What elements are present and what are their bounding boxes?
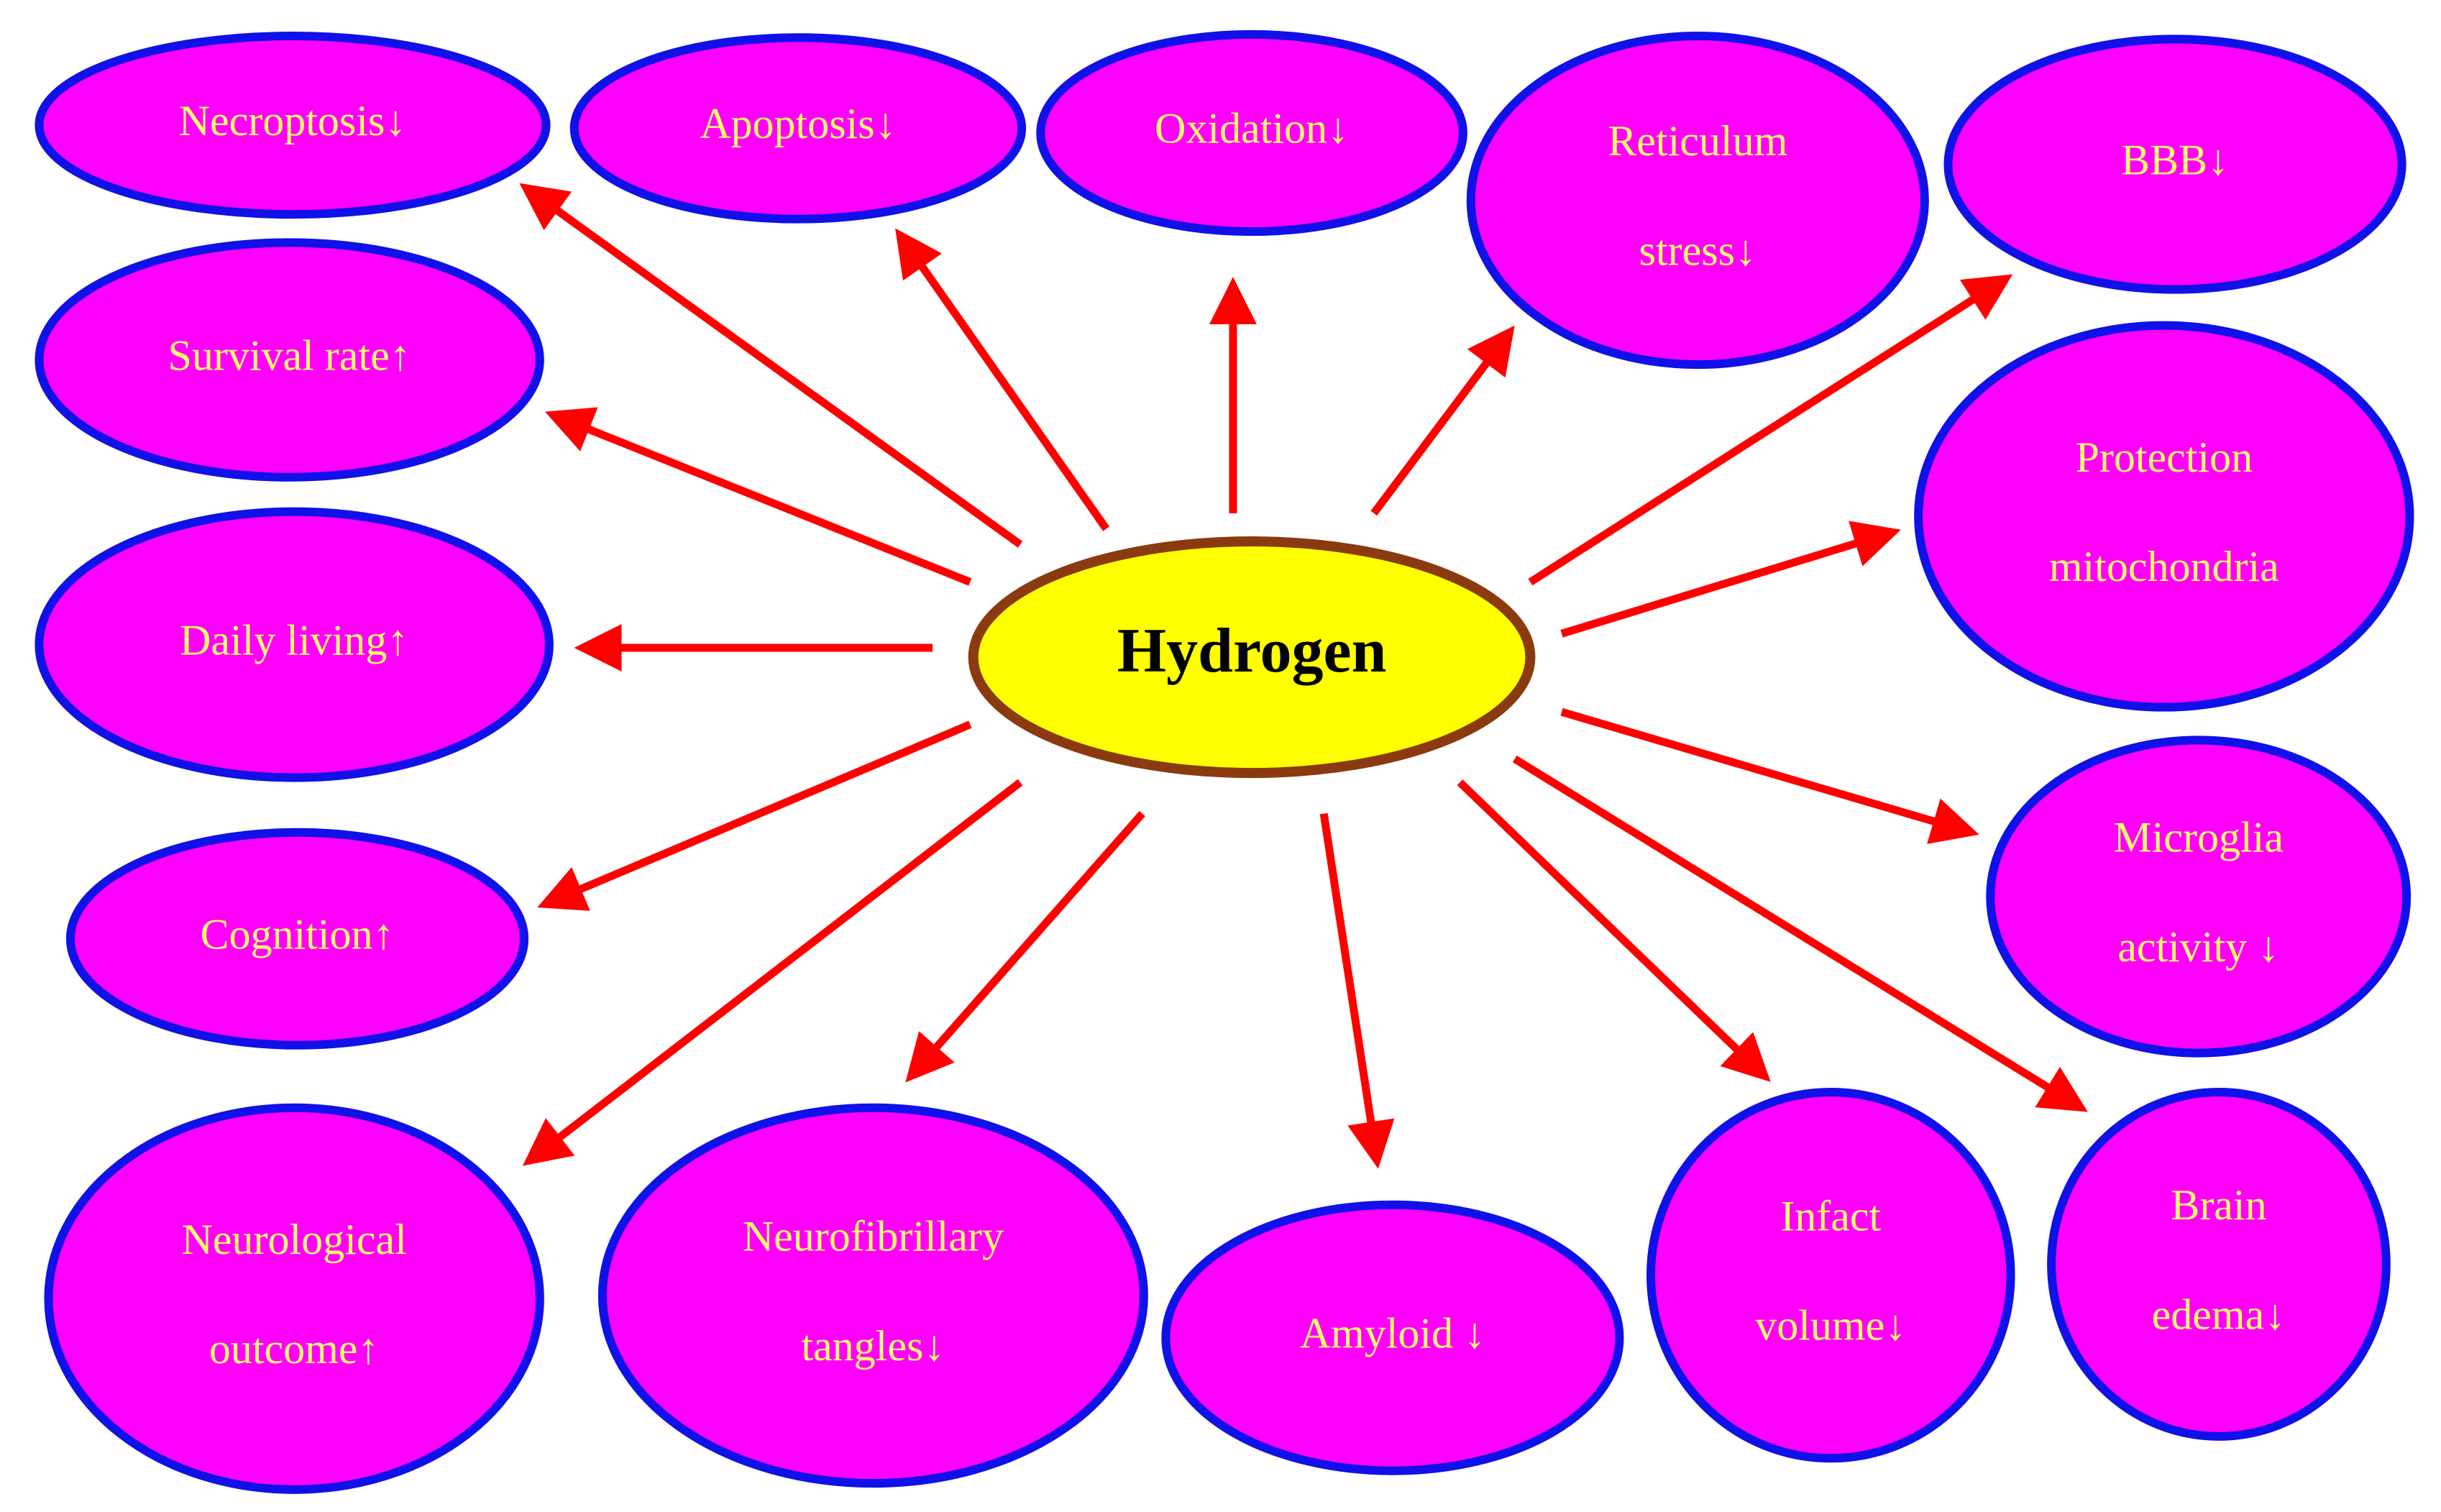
node-ellipse [1036,29,1467,237]
arrow-amyloid [1319,812,1395,1169]
node-label: Survival rate↑ [168,331,411,379]
node-oxidation: Oxidation↓ [1036,29,1467,237]
node-ellipse [35,238,544,482]
node-label: Microglia [2113,814,2284,861]
node-label: Oxidation↓ [1155,105,1349,152]
node-label: Infact [1780,1192,1881,1240]
node-brain-edema: Brain edema↓ [2047,1088,2391,1441]
node-survival-rate: Survival rate↑ [35,238,544,482]
node-label: Necroptosis↓ [179,97,407,145]
node-label: volume↓ [1755,1302,1906,1350]
node-ellipse [2047,1088,2391,1441]
node-label: tangles↓ [801,1322,945,1370]
arrow-infact-volume [1457,779,1771,1082]
node-label: mitochondria [2049,543,2279,590]
node-label: Brain [2171,1181,2266,1229]
center-label: Hydrogen [1117,616,1387,686]
node-ellipse [35,32,551,219]
node-ellipse [35,507,554,782]
node-neurological-outcome: Neurological outcome↑ [44,1103,544,1494]
node-label: Protection [2075,434,2253,481]
node-ellipse [1943,35,2406,294]
node-daily-living: Daily living↑ [35,507,554,782]
arrow-neurological-outcome [522,779,1023,1166]
node-cognition: Cognition↑ [65,828,529,1050]
nodes-layer: Necroptosis↓ Apoptosis↓ Oxidation↓ Reticulu… [35,29,2414,1494]
node-ellipse [1986,736,2412,1058]
arrow-brain-edema [1512,755,2088,1112]
center-ellipse [968,536,1536,779]
node-microglia-activity: Microglia activity ↓ [1986,736,2412,1058]
node-label: Reticulum [1608,117,1787,165]
node-necroptosis: Necroptosis↓ [35,32,551,219]
node-infact-volume: Infact volume↓ [1646,1088,2015,1463]
node-label: activity ↓ [2117,923,2279,971]
node-label: Cognition↑ [200,911,394,958]
node-ellipse [1646,1088,2015,1463]
arrow-protection-mitochondria [1560,521,1901,638]
center-node: Hydrogen [968,536,1536,779]
node-neurofibrillary-tangles: Neurofibrillary tangles↓ [597,1103,1148,1488]
node-protection-mitochondria: Protection mitochondria [1914,321,2414,712]
node-bbb: BBB↓ [1943,35,2406,294]
arrow-reticulum-stress [1370,325,1515,516]
node-ellipse [569,33,1027,224]
arrow-necroptosis [519,183,1023,548]
arrow-cognition [537,720,972,911]
node-label: Amyloid ↓ [1300,1309,1485,1357]
node-label: Daily living↑ [180,616,408,664]
node-amyloid: Amyloid ↓ [1161,1200,1624,1475]
node-label: outcome↑ [209,1325,380,1373]
node-label: edema↓ [2152,1291,2286,1338]
arrow-survival-rate [545,407,972,586]
arrow-neurofibrillary-tangles [905,811,1145,1083]
node-label: BBB↓ [2121,136,2229,183]
node-reticulum-stress: Reticulum stress↓ [1466,32,1929,370]
node-apoptosis: Apoptosis↓ [569,33,1027,224]
node-ellipse [1466,32,1929,370]
node-label: Apoptosis↓ [700,100,896,147]
arrow-apoptosis [895,228,1110,531]
arrows-layer [519,183,2088,1169]
arrow-bbb [1528,274,2013,586]
node-ellipse [1161,1200,1624,1475]
node-label: Neurofibrillary [743,1213,1004,1260]
node-ellipse [597,1103,1148,1488]
node-ellipse [44,1103,544,1494]
node-label: stress↓ [1639,226,1757,274]
arrow-microglia-activity [1560,707,1979,844]
node-label: Neurological [182,1216,407,1263]
node-ellipse [65,828,529,1050]
node-ellipse [1914,321,2414,712]
